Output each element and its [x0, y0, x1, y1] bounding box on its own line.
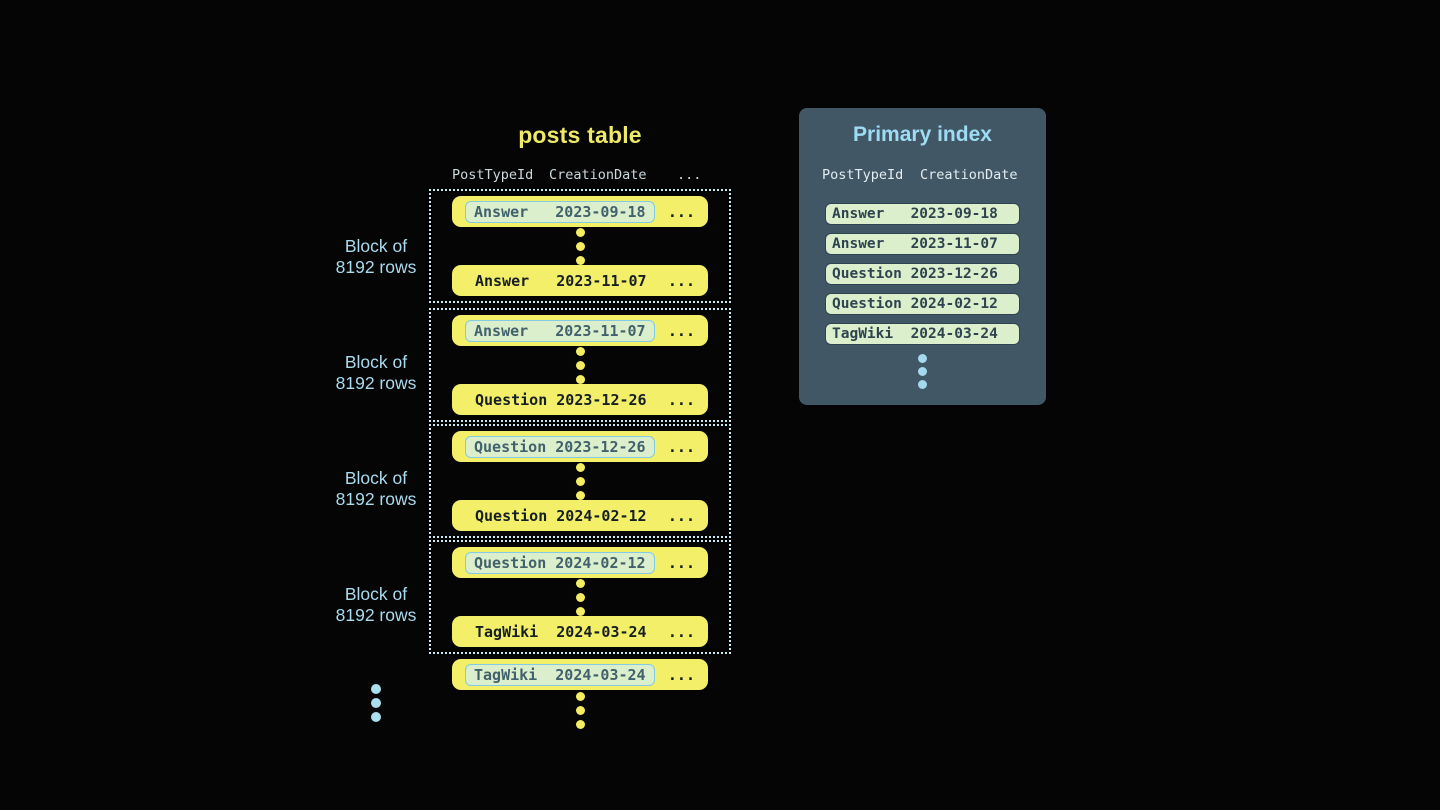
cell-creationdate: 2023-12-26 [910, 266, 998, 282]
min-value-highlight: TagWiki 2024-03-24 [465, 663, 655, 686]
cell-posttypeid: TagWiki [474, 665, 538, 684]
vertical-ellipsis-icon [575, 692, 585, 729]
table-row: Answer 2023-09-18 ... [452, 196, 708, 227]
min-value-highlight: Question 2024-02-12 [465, 551, 655, 574]
block-size-label: Block of 8192 rows [335, 236, 417, 277]
row-block: Question 2023-12-26 ... Question 2024-02-1… [429, 424, 731, 538]
row-ellipsis: ... [667, 271, 695, 290]
cell-posttypeid: Question [475, 390, 548, 409]
cell-creationdate: 2023-11-07 [910, 236, 998, 252]
row-ellipsis: ... [667, 622, 695, 641]
posts-table-column-headers: PostTypeId CreationDate ... [0, 167, 1440, 185]
cell-posttypeid: Question [832, 266, 902, 282]
cell-posttypeid: Question [474, 553, 547, 572]
cell-creationdate: 2023-11-07 [556, 271, 647, 290]
index-entry: Answer 2023-11-07 [825, 233, 1020, 255]
cell-posttypeid: Question [474, 437, 547, 456]
row-block: Answer 2023-09-18 ... Answer 2023-11-07 ..… [429, 189, 731, 303]
row-ellipsis: ... [667, 506, 695, 525]
block-size-label: Block of 8192 rows [335, 468, 417, 509]
column-header-more: ... [677, 167, 702, 183]
vertical-ellipsis-icon [575, 462, 585, 500]
more-rows-ellipsis [429, 692, 731, 729]
more-blocks-ellipsis [306, 684, 446, 722]
cell-creationdate: 2024-03-24 [555, 665, 646, 684]
cell-creationdate: 2024-03-24 [556, 622, 647, 641]
min-value-highlight: Answer 2023-09-18 [465, 200, 655, 223]
column-header-posttypeid: PostTypeId [822, 167, 904, 183]
primary-index-column-headers: PostTypeId CreationDate [799, 167, 1046, 185]
more-entries-ellipsis [799, 354, 1046, 389]
cell-posttypeid: Answer [475, 271, 530, 290]
cell-creationdate: 2023-12-26 [556, 390, 647, 409]
min-value-highlight: Question 2023-12-26 [465, 435, 655, 458]
column-header-creationdate: CreationDate [549, 167, 647, 183]
table-row: Question 2023-12-26 ... [452, 431, 708, 462]
table-row: TagWiki 2024-03-24 ... [452, 616, 708, 647]
cell-creationdate: 2023-11-07 [555, 321, 646, 340]
cell-creationdate: 2023-09-18 [555, 202, 646, 221]
cell-posttypeid: Question [475, 506, 548, 525]
cell-posttypeid: Answer [474, 202, 529, 221]
table-row: Question 2023-12-26 ... [452, 384, 708, 415]
cell-creationdate: 2024-02-12 [555, 553, 646, 572]
cell-creationdate: 2023-12-26 [555, 437, 646, 456]
cell-creationdate: 2024-02-12 [556, 506, 647, 525]
index-entry: Question 2024-02-12 [825, 293, 1020, 315]
row-ellipsis: ... [667, 665, 695, 684]
column-header-posttypeid: PostTypeId [452, 167, 534, 183]
row-ellipsis: ... [667, 321, 695, 340]
cell-posttypeid: Question [832, 296, 902, 312]
cell-creationdate: 2024-02-12 [910, 296, 998, 312]
index-entry: Answer 2023-09-18 [825, 203, 1020, 225]
cell-posttypeid: Answer [832, 236, 885, 252]
table-row: Question 2024-02-12 ... [452, 547, 708, 578]
table-row: TagWiki 2024-03-24 ... [452, 659, 708, 690]
vertical-ellipsis-icon [575, 346, 585, 384]
vertical-ellipsis-icon [371, 684, 381, 722]
row-block: Question 2024-02-12 ... TagWiki 2024-03-24… [429, 540, 731, 654]
vertical-ellipsis-icon [575, 578, 585, 616]
index-entry: Question 2023-12-26 [825, 263, 1020, 285]
index-entry: TagWiki 2024-03-24 [825, 323, 1020, 345]
primary-index-panel: Primary index PostTypeId CreationDate An… [799, 108, 1046, 405]
table-row: Answer 2023-11-07 ... [452, 315, 708, 346]
min-value-highlight: Answer 2023-11-07 [465, 319, 655, 342]
cell-creationdate: 2024-03-24 [910, 326, 998, 342]
vertical-ellipsis-icon [575, 227, 585, 265]
cell-posttypeid: TagWiki [475, 622, 539, 641]
column-header-creationdate: CreationDate [920, 167, 1018, 183]
row-ellipsis: ... [667, 437, 695, 456]
table-row: Question 2024-02-12 ... [452, 500, 708, 531]
table-row: Answer 2023-11-07 ... [452, 265, 708, 296]
row-ellipsis: ... [667, 553, 695, 572]
block-size-label: Block of 8192 rows [335, 352, 417, 393]
cell-posttypeid: Answer [474, 321, 529, 340]
row-ellipsis: ... [667, 390, 695, 409]
cell-posttypeid: TagWiki [832, 326, 894, 342]
cell-creationdate: 2023-09-18 [910, 206, 998, 222]
cell-posttypeid: Answer [832, 206, 885, 222]
primary-index-title: Primary index [853, 123, 992, 146]
vertical-ellipsis-icon [918, 354, 927, 389]
block-size-label: Block of 8192 rows [335, 584, 417, 625]
posts-table-title: posts table [518, 122, 642, 148]
row-ellipsis: ... [667, 202, 695, 221]
row-block: Answer 2023-11-07 ... Question 2023-12-26 … [429, 308, 731, 422]
